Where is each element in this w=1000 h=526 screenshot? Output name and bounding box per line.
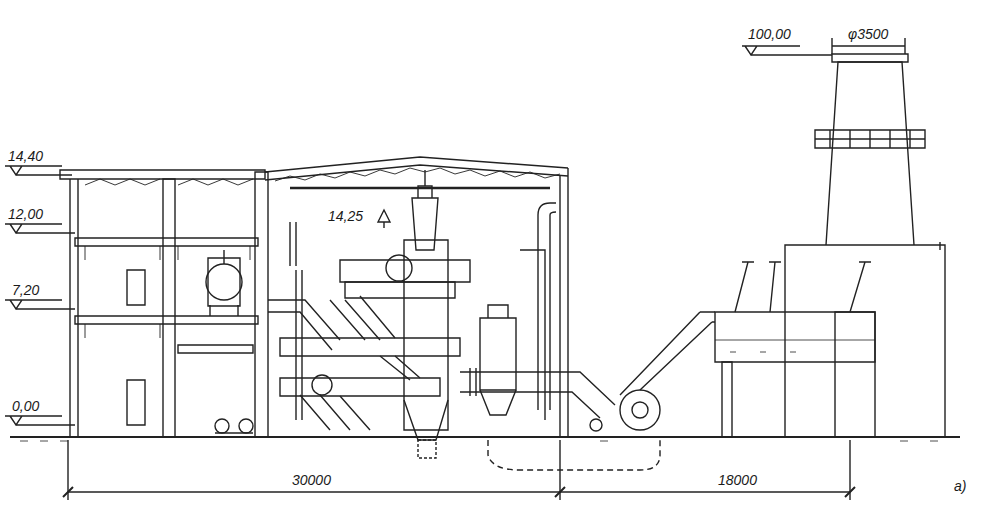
ground-line [10, 436, 960, 438]
exhaust-duct [735, 262, 865, 312]
boiler-unit [424, 170, 425, 186]
level-mark [742, 46, 832, 55]
boiler-house-section [5, 38, 960, 500]
exhaust-duct [742, 261, 871, 262]
boiler-unit [386, 255, 412, 281]
level-mark-label: 12,00 [6, 206, 45, 222]
building-frame [60, 170, 265, 179]
boiler-unit [290, 222, 302, 420]
chimney [815, 130, 925, 148]
exhaust-duct [590, 419, 602, 431]
boiler-unit [330, 296, 395, 340]
level-mark [5, 46, 832, 425]
level-mark-label: 0,00 [10, 398, 41, 414]
chimney [785, 245, 945, 437]
building-frame [163, 179, 175, 437]
chimney [832, 54, 908, 62]
level-mark-label: 14,25 [326, 208, 365, 224]
filter-column [460, 372, 540, 392]
chimney [815, 130, 925, 148]
tank [215, 419, 229, 433]
level-mark [5, 300, 75, 309]
tank [208, 258, 240, 306]
flue-pipe [538, 203, 556, 410]
dimension-value: 30000 [290, 472, 333, 488]
dimension-value: 18000 [716, 472, 759, 488]
level-mark-label: 100,00 [746, 26, 793, 42]
tank [206, 250, 253, 433]
foundation [488, 440, 660, 470]
exhaust-duct [620, 312, 715, 395]
building-frame [275, 168, 560, 181]
building-frame [85, 246, 250, 338]
dimension-line [63, 487, 855, 497]
boiler-unit [418, 440, 436, 458]
diameter-label: φ3500 [846, 26, 890, 42]
boiler-unit [280, 378, 440, 396]
filter-column [470, 368, 476, 396]
building-frame [85, 179, 253, 185]
tank [206, 264, 242, 300]
level-mark [5, 416, 75, 425]
chimney [785, 54, 945, 437]
dimension-line [68, 440, 850, 500]
exhaust-duct [620, 390, 660, 430]
exhaust-duct [722, 362, 732, 437]
dimension-line [68, 491, 850, 492]
chimney [826, 62, 914, 245]
boiler-unit [268, 300, 340, 350]
building-frame [60, 157, 568, 437]
building-frame [178, 345, 253, 353]
exhaust-duct [835, 312, 875, 437]
building-frame [290, 187, 550, 190]
boiler-unit [300, 356, 420, 430]
flue-pipe [538, 203, 556, 410]
dimension-line [63, 38, 905, 500]
boiler-unit [312, 375, 332, 395]
boiler-unit [404, 400, 448, 440]
filter-column [480, 305, 516, 415]
boiler-unit [280, 338, 460, 356]
foundation [488, 440, 660, 470]
boiler-unit [345, 282, 455, 298]
boiler-unit [268, 170, 470, 458]
building-frame [560, 168, 568, 437]
filter-column [460, 250, 545, 420]
ground-line [20, 441, 938, 442]
exhaust-duct [540, 262, 875, 437]
building-frame [127, 380, 145, 425]
filter-column [520, 250, 545, 420]
level-mark [378, 210, 390, 228]
tank [215, 432, 253, 433]
boiler-unit [340, 260, 470, 282]
filter-column [480, 318, 516, 390]
chimney [939, 242, 940, 250]
exhaust-duct [715, 312, 875, 362]
boiler-unit [412, 186, 438, 250]
tank [239, 419, 253, 433]
level-mark [5, 224, 75, 233]
building-frame [75, 238, 258, 246]
level-mark-label: 14,40 [6, 148, 45, 164]
building-frame [127, 270, 145, 305]
level-mark-label: 7,20 [10, 282, 41, 298]
building-frame [265, 157, 568, 180]
ground-line [10, 437, 960, 441]
exhaust-duct [632, 402, 648, 418]
exhaust-duct [540, 372, 615, 418]
boiler-unit [404, 240, 448, 430]
figure-letter: а) [952, 478, 968, 494]
exhaust-duct [715, 340, 875, 352]
tank [210, 250, 238, 316]
building-frame [255, 172, 268, 437]
building-frame [70, 179, 78, 437]
building-frame [75, 316, 258, 324]
